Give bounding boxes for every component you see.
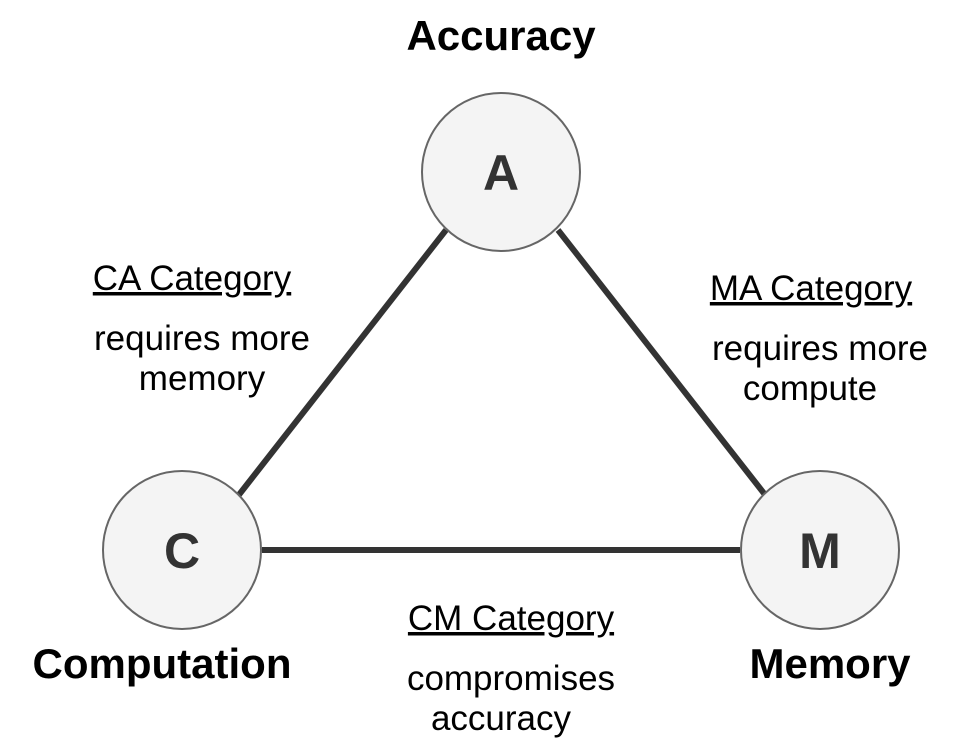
ca-category-desc-line1: requires more xyxy=(94,319,310,358)
ma-category-desc-line1: requires more xyxy=(712,329,928,368)
ma-category-title: MA Category xyxy=(710,269,913,308)
computation-letter: C xyxy=(164,523,200,579)
ca-category-desc-line2: memory xyxy=(139,359,266,398)
computation-node xyxy=(102,470,262,630)
cm-category-desc-line2: accuracy xyxy=(431,699,572,738)
memory-title: Memory xyxy=(749,640,911,687)
ma-category-desc-line2: compute xyxy=(743,369,877,408)
edge-ca xyxy=(235,228,449,498)
cm-category-title: CM Category xyxy=(408,599,615,638)
accuracy-node xyxy=(421,92,581,252)
edge-ma xyxy=(555,228,769,498)
cm-category-desc-line1: compromises xyxy=(407,659,615,698)
computation-title: Computation xyxy=(33,640,292,687)
ca-category-title: CA Category xyxy=(93,259,292,298)
accuracy-title: Accuracy xyxy=(406,12,596,59)
memory-node xyxy=(740,470,900,630)
memory-letter: M xyxy=(799,523,841,579)
accuracy-letter: A xyxy=(483,145,519,201)
